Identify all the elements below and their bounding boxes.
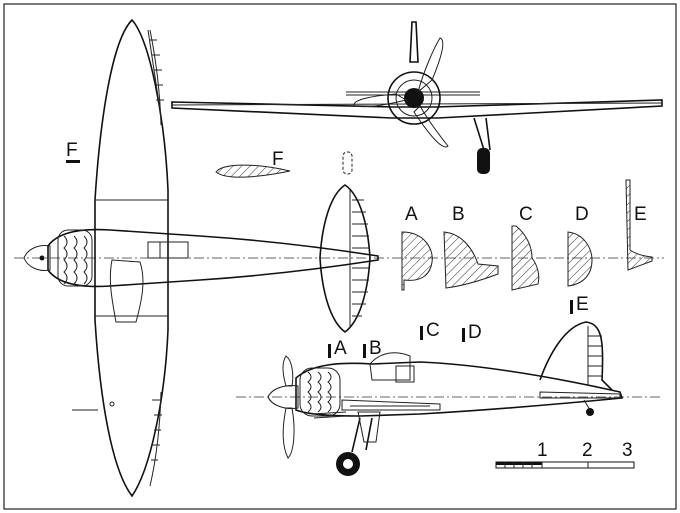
cut-mark-f: F	[66, 140, 78, 161]
scale-tick-2: 2	[582, 440, 593, 461]
plan-cockpit	[147, 241, 189, 259]
side-gear-door	[357, 411, 381, 443]
plan-spinner	[23, 245, 51, 271]
side-wing-root	[341, 399, 441, 411]
side-fin	[539, 321, 613, 391]
plan-aileron-lower	[149, 391, 162, 487]
cross-sections: A B C D E	[392, 179, 664, 291]
scale-bar: 1 2 3	[495, 440, 635, 469]
airfoil-section: F	[215, 149, 353, 178]
front-cowling	[387, 71, 441, 125]
plan-view	[14, 18, 392, 498]
front-fin	[409, 21, 419, 63]
cut-mark-c-bar	[420, 326, 423, 340]
fin-section-outline	[342, 151, 353, 175]
cut-mark-e-bar	[570, 300, 573, 314]
side-cut-markers: A B C D E	[328, 294, 589, 359]
plan-tailplane	[319, 184, 371, 333]
side-fuselage	[295, 361, 624, 417]
side-gear-leg	[351, 417, 373, 453]
cut-mark-f-bar	[66, 160, 80, 163]
plan-aileron-upper	[147, 29, 164, 126]
front-prop-left	[353, 93, 408, 107]
scale-tick-3: 3	[622, 440, 633, 461]
front-prop-lower	[413, 105, 449, 148]
cut-mark-a: A	[334, 338, 347, 359]
side-headrest	[395, 365, 415, 383]
plan-elevator-hatch	[349, 190, 369, 326]
cut-mark-e: E	[576, 294, 589, 315]
section-label-d: D	[575, 204, 589, 225]
plan-spinner-dot	[39, 255, 45, 261]
cut-mark-b-bar	[363, 344, 366, 358]
airfoil-f	[215, 164, 291, 178]
plan-gear-fairing	[109, 259, 144, 323]
section-label-b: B	[452, 204, 465, 225]
side-view	[236, 321, 662, 476]
plan-cowling	[57, 229, 93, 287]
side-prop-upper	[282, 355, 294, 387]
cut-mark-a-bar	[328, 344, 331, 358]
front-view	[171, 21, 663, 174]
side-rudder-hatch	[587, 326, 603, 386]
section-label-e: E	[634, 204, 647, 225]
side-cowling	[299, 367, 341, 417]
front-wheel	[477, 148, 490, 174]
drawing-frame	[3, 3, 677, 510]
front-hub	[404, 88, 424, 108]
front-wing	[171, 99, 663, 119]
side-tailplane	[539, 391, 621, 399]
section-label-c: C	[519, 204, 533, 225]
front-prop-upper	[417, 37, 444, 94]
side-spinner	[267, 385, 299, 409]
section-label-a: A	[405, 204, 418, 225]
cut-mark-d-bar	[462, 328, 465, 342]
side-tailwheel	[586, 408, 594, 416]
section-e	[625, 179, 653, 271]
side-canopy	[369, 352, 411, 381]
plan-fuselage	[47, 228, 379, 288]
scale-tick-1: 1	[537, 440, 548, 461]
cut-mark-c: C	[426, 320, 440, 341]
section-a	[401, 231, 433, 291]
cut-mark-b: B	[369, 338, 382, 359]
section-c	[511, 225, 540, 291]
plan-wing	[94, 18, 169, 498]
cut-mark-d: D	[468, 322, 482, 343]
side-prop-lower	[282, 407, 295, 459]
front-gear-strut	[473, 117, 491, 151]
section-label-f: F	[272, 149, 284, 170]
section-b	[443, 231, 499, 289]
section-d	[567, 231, 593, 287]
